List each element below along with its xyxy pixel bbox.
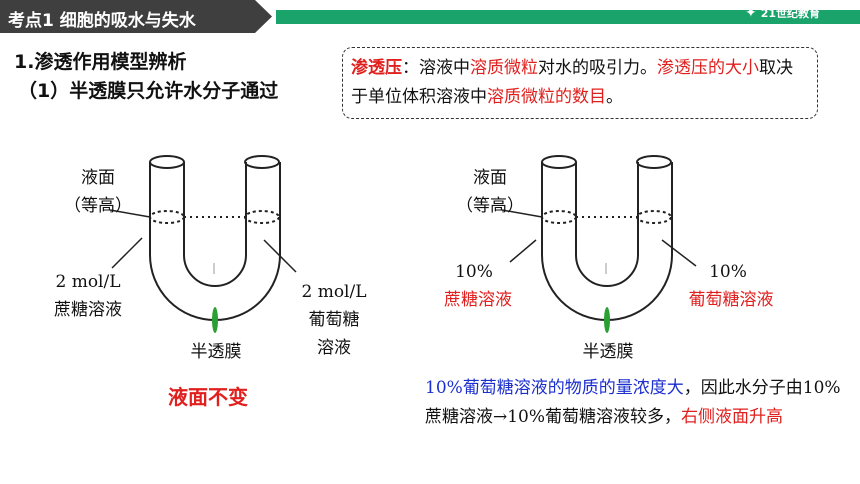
runner-icon: ✦ bbox=[744, 5, 757, 21]
header-bar: 考点1 细胞的吸水与失水 ✦ 21世纪教育 bbox=[0, 0, 860, 33]
section-heading: 1.渗透作用模型辨析 bbox=[14, 51, 187, 73]
right-result-blue: 10%葡萄糖溶液的物质的量浓度大 bbox=[425, 378, 684, 398]
term-osmotic-pressure: 渗透压 bbox=[351, 58, 402, 78]
left-glucose-solution-2: 溶液 bbox=[317, 338, 351, 358]
section-subheading: （1）半透膜只允许水分子通过 bbox=[18, 80, 279, 102]
right-result: 10%葡萄糖溶液的物质的量浓度大，因此水分子由10%蔗糖溶液→10%葡萄糖溶液较… bbox=[425, 374, 845, 432]
brand-logo: ✦ 21世纪教育 bbox=[745, 2, 820, 24]
left-level-label-equal: （等高） bbox=[64, 196, 132, 216]
definition-text-2: 对水的吸引力。 bbox=[538, 58, 657, 78]
definition-text-3: 取决于单位体积溶液中 bbox=[351, 58, 793, 107]
header-stripe bbox=[276, 10, 860, 24]
left-result: 液面不变 bbox=[168, 385, 248, 409]
definition-text-4: 。 bbox=[606, 87, 623, 107]
title-tab bbox=[0, 0, 272, 33]
right-level-label: 液面 bbox=[473, 168, 507, 188]
definition-text-1: ：溶液中 bbox=[402, 58, 470, 78]
left-level-label: 液面 bbox=[81, 168, 115, 188]
right-membrane-mark bbox=[604, 307, 610, 333]
right-sucrose-solution: 蔗糖溶液 bbox=[444, 290, 512, 310]
term-pressure-magnitude: 渗透压的大小 bbox=[657, 58, 759, 78]
right-result-text: ，因此水分子由10%蔗糖溶液→10%葡萄糖溶液较多， bbox=[425, 378, 841, 427]
logo-text: 21世纪教育 bbox=[760, 7, 820, 20]
left-membrane-label: 半透膜 bbox=[190, 342, 242, 362]
left-sucrose-conc: 2 mol/L bbox=[55, 272, 121, 292]
right-glucose-conc: 10% bbox=[709, 262, 747, 282]
right-level-label-equal: （等高） bbox=[456, 196, 524, 216]
right-glucose-solution: 葡萄糖溶液 bbox=[688, 290, 774, 310]
left-membrane-mark bbox=[212, 307, 218, 333]
left-glucose-conc: 2 mol/L bbox=[301, 282, 367, 302]
right-result-red: 右侧液面升高 bbox=[681, 407, 784, 427]
term-particle-count: 溶质微粒的数目 bbox=[487, 87, 606, 107]
page-title: 考点1 细胞的吸水与失水 bbox=[8, 11, 196, 31]
definition-box: 渗透压：溶液中溶质微粒对水的吸引力。渗透压的大小取决于单位体积溶液中溶质微粒的数… bbox=[342, 47, 818, 119]
term-solute-particles: 溶质微粒 bbox=[470, 58, 538, 78]
left-u-tube bbox=[109, 155, 297, 321]
right-membrane-label: 半透膜 bbox=[582, 342, 634, 362]
right-sucrose-conc: 10% bbox=[455, 262, 493, 282]
left-sucrose-solution: 蔗糖溶液 bbox=[54, 300, 122, 320]
left-glucose-solution-1: 葡萄糖 bbox=[308, 310, 360, 330]
